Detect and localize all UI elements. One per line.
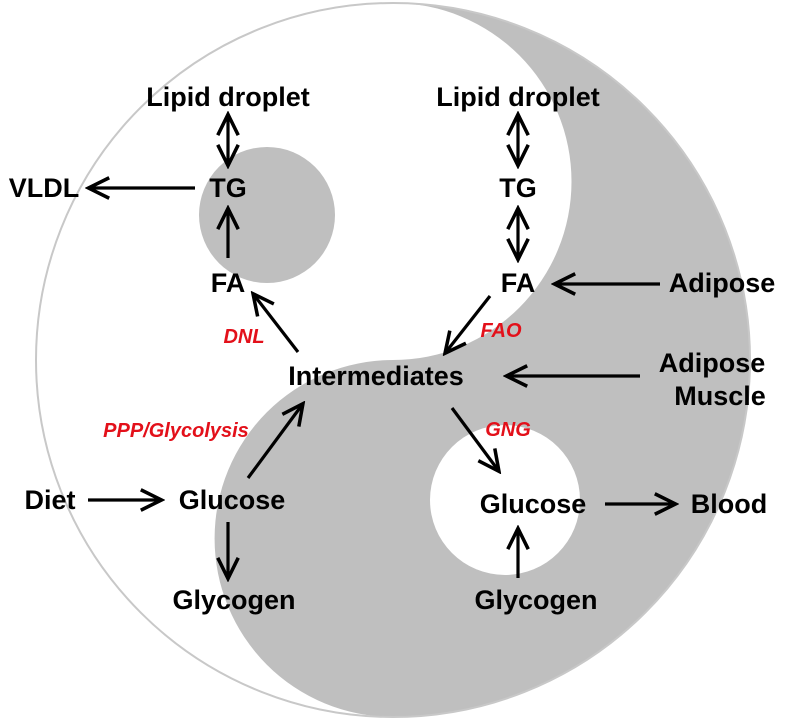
dnl-label: DNL — [223, 326, 264, 348]
process-labels: DNL PPP/Glycolysis FAO GNG — [103, 320, 531, 442]
dark-dot — [199, 147, 335, 283]
arrow-glucose-to-intermediates — [246, 405, 302, 479]
arrow-intermediates-to-fa — [254, 295, 300, 353]
arrow-intermediates-to-glucose-right — [450, 407, 498, 470]
node-labels: Lipid droplet TG VLDL FA Intermediates D… — [9, 82, 776, 615]
blood-label: Blood — [691, 489, 767, 519]
adipose-muscle-line2-label: Muscle — [674, 381, 766, 411]
ppp-glycolysis-label: PPP/Glycolysis — [103, 420, 249, 442]
glycogen-left-label: Glycogen — [172, 585, 295, 615]
adipose-label: Adipose — [669, 268, 776, 298]
lipid-droplet-left-label: Lipid droplet — [146, 82, 309, 112]
fa-left-label: FA — [211, 268, 246, 298]
arrows — [88, 116, 674, 578]
gng-label: GNG — [485, 419, 531, 441]
outer-circle-outline — [35, 2, 751, 718]
fao-label: FAO — [480, 320, 522, 342]
tg-left-label: TG — [209, 173, 247, 203]
yin-yang-background — [35, 2, 751, 718]
light-dot — [430, 425, 580, 575]
glycogen-right-label: Glycogen — [474, 585, 597, 615]
glucose-left-label: Glucose — [179, 485, 286, 515]
glucose-right-label: Glucose — [480, 489, 587, 519]
vldl-label: VLDL — [9, 173, 80, 203]
tg-right-label: TG — [499, 173, 537, 203]
dark-half — [214, 3, 750, 717]
arrow-fa-to-intermediates — [446, 295, 492, 352]
diet-label: Diet — [24, 485, 75, 515]
intermediates-label: Intermediates — [288, 361, 464, 391]
fa-right-label: FA — [501, 268, 536, 298]
lipid-droplet-right-label: Lipid droplet — [436, 82, 599, 112]
adipose-muscle-line1-label: Adipose — [659, 348, 766, 378]
